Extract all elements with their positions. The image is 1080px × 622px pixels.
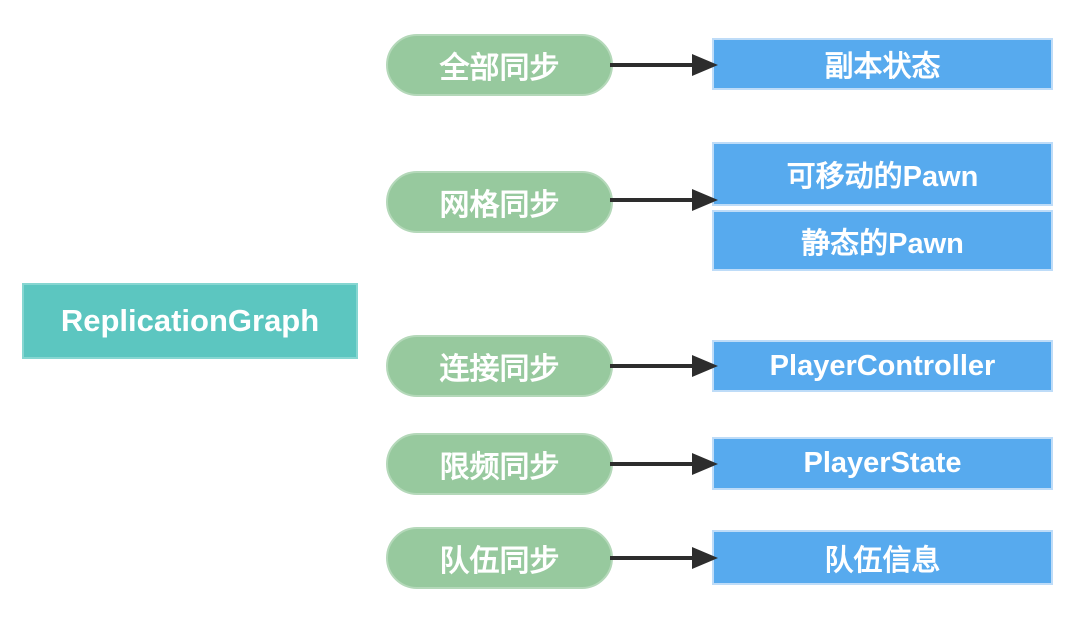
policy-pill-grid-sync: 网格同步 — [386, 171, 613, 233]
target-box-team-info: 队伍信息 — [712, 530, 1053, 585]
policy-pill-connection-sync: 连接同步 — [386, 335, 613, 397]
arrow-right-icon — [610, 54, 718, 76]
arrow-right-icon — [610, 453, 718, 475]
target-box-replica-state: 副本状态 — [712, 38, 1053, 90]
arrow-right-icon — [610, 189, 718, 211]
target-box-movable-pawn: 可移动的Pawn — [712, 142, 1053, 206]
arrow-right-icon — [610, 547, 718, 569]
policy-pill-full-sync: 全部同步 — [386, 34, 613, 96]
arrow-right-icon — [610, 355, 718, 377]
policy-pill-team-sync: 队伍同步 — [386, 527, 613, 589]
target-box-playercontroller: PlayerController — [712, 340, 1053, 392]
policy-pill-rate-limited-sync: 限频同步 — [386, 433, 613, 495]
target-box-static-pawn: 静态的Pawn — [712, 210, 1053, 271]
root-node-replicationgraph: ReplicationGraph — [22, 283, 358, 359]
target-box-playerstate: PlayerState — [712, 437, 1053, 490]
